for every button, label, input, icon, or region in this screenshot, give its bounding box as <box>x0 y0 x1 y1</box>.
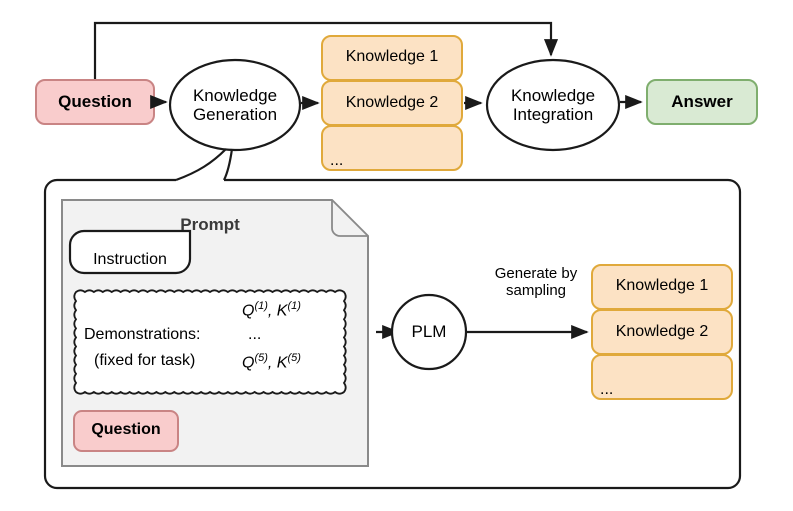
demonstrations-label-line1: Demonstrations: <box>84 326 201 343</box>
detail-panel-border <box>43 178 742 490</box>
knowledge-more-box-top <box>321 125 463 171</box>
answer-box <box>646 79 758 125</box>
demo5-sep: , <box>267 354 277 372</box>
demo5-q: Q <box>242 354 255 372</box>
question-box <box>35 79 155 125</box>
demonstrations-wavy-box <box>73 289 347 395</box>
demo5-q-sup: (5) <box>254 352 268 364</box>
plm-circle <box>390 293 468 371</box>
callout-tail-right <box>223 148 234 181</box>
demo1-q-sup: (1) <box>254 300 268 312</box>
instruction-tag <box>68 229 192 275</box>
knowledge-integration-ellipse <box>485 58 621 152</box>
knowledge-generation-ellipse <box>168 58 302 152</box>
demonstrations-ellipsis: ... <box>248 326 262 343</box>
feedback-arrow-question-to-integration <box>93 21 559 80</box>
callout-tail-left <box>175 148 227 182</box>
demonstration-pair-1: Q(1), K(1) <box>242 300 301 320</box>
demo5-k: K <box>276 354 288 372</box>
knowledge-more-box-bottom <box>591 354 733 400</box>
knowledge-2-box-top <box>321 80 463 126</box>
demo1-q: Q <box>242 302 255 320</box>
demo1-k: K <box>276 302 288 320</box>
demo1-sep: , <box>267 302 277 320</box>
knowledge-1-box-bottom <box>591 264 733 310</box>
knowledge-1-box-top <box>321 35 463 81</box>
demonstration-pair-5: Q(5), K(5) <box>242 352 301 372</box>
demonstrations-content: Demonstrations: (fixed for task) Q(1), K… <box>80 296 340 388</box>
demo5-k-sup: (5) <box>287 352 301 364</box>
demo1-k-sup: (1) <box>287 300 301 312</box>
knowledge-2-box-bottom <box>591 309 733 355</box>
demonstrations-label-line2: (fixed for task) <box>94 352 196 369</box>
prompt-fold-crease <box>331 199 369 237</box>
prompt-question-box <box>73 410 179 452</box>
